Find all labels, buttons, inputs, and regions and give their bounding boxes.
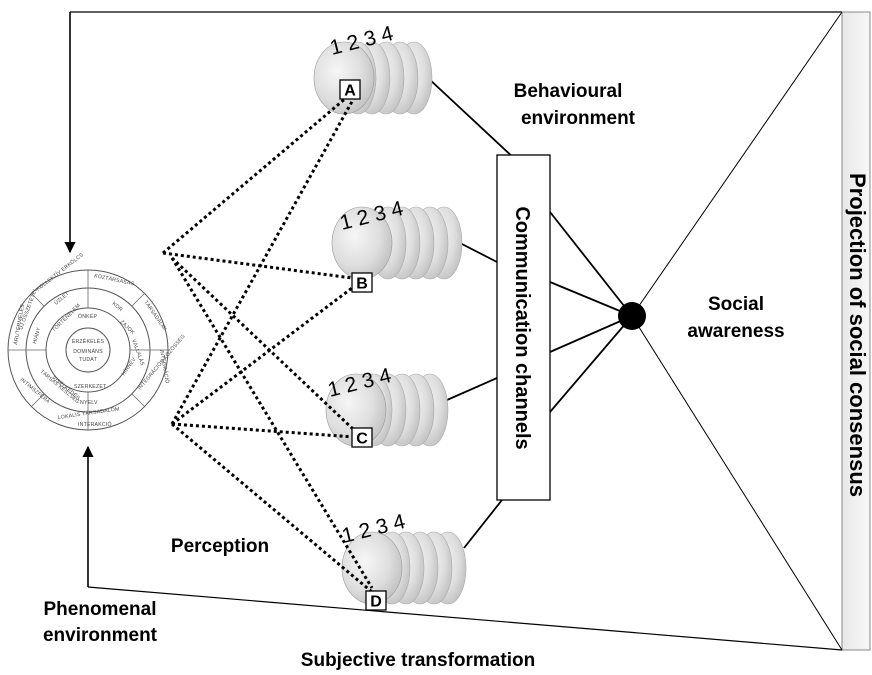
ring-middle-7: HIÁNY	[31, 326, 42, 344]
cone-line-top	[631, 11, 843, 317]
stack-d-letter: D	[370, 594, 382, 611]
center-word-2: DOMINÁNS	[73, 348, 103, 355]
ring-inner-0: ÖNKÉP	[78, 313, 98, 320]
frame-bottom-line	[87, 586, 843, 651]
center-word-3: TUDAT	[79, 357, 98, 363]
link-c-channels	[446, 377, 498, 401]
link-a-channels	[427, 77, 517, 161]
link-channels-node-1	[549, 211, 633, 317]
stack-a	[313, 41, 433, 115]
communication-channels-box	[496, 154, 551, 501]
communication-channels-label: Communication channels	[511, 206, 533, 449]
subjective-transformation-label: Subjective transformation	[301, 650, 535, 671]
stack-a-label-box: A	[339, 79, 361, 100]
stack-b	[331, 206, 463, 280]
cone-line-bottom	[631, 315, 843, 651]
link-channels-node-4	[549, 315, 633, 413]
link-channels-node-3	[549, 315, 633, 353]
social-awareness-label-2: awareness	[687, 321, 784, 342]
phenomenal-environment-label-1: Phenomenal	[44, 599, 157, 620]
behavioural-environment-label-2: environment	[521, 108, 636, 129]
stack-b-label-box: B	[351, 272, 373, 293]
perception-label: Perception	[171, 536, 269, 557]
stack-a-letter: A	[344, 83, 356, 100]
ring-outer-4: INTERAKCIÓ	[78, 421, 112, 428]
ring-inner-2: SZERKEZET	[74, 384, 107, 390]
stack-c-label-box: C	[351, 427, 373, 448]
center-word-1: ÉRZÉKELÉS	[72, 338, 105, 345]
stack-c-letter: C	[356, 431, 368, 448]
social-awareness-node	[618, 302, 646, 330]
projection-label: Projection of social consensus	[845, 173, 870, 497]
perception-lines	[162, 96, 374, 594]
link-d-channels	[463, 499, 503, 549]
environment-circle-diagram: KOLLEKTÍV ERKÖLCS KÖZTÁRSASÁG TÁRSADALMI…	[7, 251, 187, 431]
phenomenal-environment-label-2: environment	[43, 625, 158, 646]
stack-b-letter: B	[356, 276, 368, 293]
link-b-channels	[459, 242, 498, 263]
projection-panel	[841, 11, 871, 651]
stack-d	[341, 531, 467, 605]
behavioural-environment-label-1: Behavioural	[514, 81, 623, 102]
stack-d-label-box: D	[365, 590, 387, 611]
link-channels-node-2	[549, 281, 633, 317]
ring-middle-5: NYELV	[80, 400, 98, 406]
social-awareness-label-1: Social	[708, 294, 764, 315]
